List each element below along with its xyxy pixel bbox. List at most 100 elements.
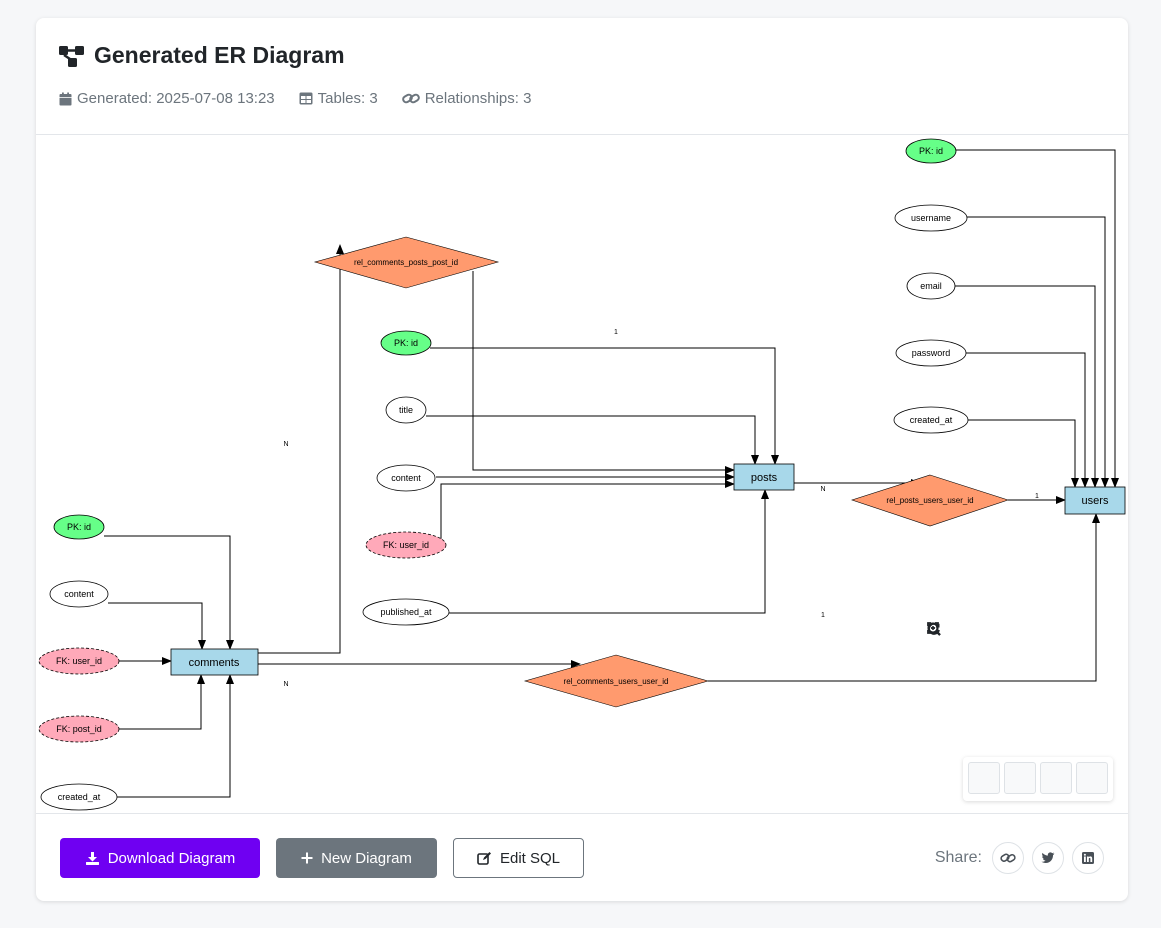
download-icon — [85, 851, 99, 865]
attr-posts-title — [385, 396, 427, 424]
share-twitter-button[interactable] — [1032, 842, 1064, 874]
relationship-labels: rel_comments_posts_post_id rel_posts_use… — [354, 258, 974, 686]
meta-tables: Tables: 3 — [299, 90, 378, 107]
link-icon — [401, 93, 420, 104]
attribute-shapes — [38, 138, 969, 811]
attr-label-users-username: username — [911, 213, 951, 223]
relationship-shapes — [313, 236, 1009, 708]
card-r2-users: 1 — [1035, 493, 1039, 500]
twitter-icon — [1041, 852, 1055, 863]
new-diagram-label: New Diagram — [321, 849, 412, 867]
edge-comments-r1 — [258, 244, 344, 654]
rel-posts-users — [851, 474, 1009, 527]
card-r1-posts: 1 — [614, 329, 618, 336]
edit-icon — [477, 851, 491, 865]
attribute-labels: PK: id username email password created_a… — [56, 146, 953, 802]
attr-comments-content — [49, 580, 109, 608]
attr-users-username — [894, 204, 968, 232]
edges — [104, 149, 1119, 798]
entity-labels: posts users comments — [189, 472, 1109, 669]
attr-label-posts-fk: FK: user_id — [383, 540, 429, 550]
meta-generated: Generated: 2025-07-08 13:23 — [59, 90, 275, 107]
tables-text: Tables: 3 — [317, 90, 378, 107]
zoom-in-button[interactable] — [927, 622, 1000, 794]
edit-sql-button[interactable]: Edit SQL — [453, 838, 584, 878]
attr-label-comments-pk: PK: id — [67, 522, 91, 532]
title-row: Generated ER Diagram — [58, 42, 345, 69]
rel-comments-posts — [313, 236, 500, 289]
card-r3-users: 1 — [821, 612, 825, 619]
entity-label-posts: posts — [751, 472, 778, 484]
entity-posts — [733, 463, 795, 491]
calendar-icon — [59, 92, 72, 105]
zoom-controls — [927, 622, 1113, 801]
generated-text: Generated: 2025-07-08 13:23 — [77, 90, 275, 107]
edge-r3-users — [708, 513, 1100, 682]
edge-users-created — [968, 419, 1079, 488]
attr-users-created — [893, 406, 969, 434]
edge-users-username — [967, 216, 1109, 488]
link-icon — [1000, 853, 1016, 863]
attr-posts-fk — [365, 531, 447, 559]
attr-comments-fk-user — [38, 647, 120, 675]
entity-label-users: users — [1082, 495, 1109, 507]
edge-comments-pk — [104, 535, 234, 650]
share-group: Share: — [935, 842, 1104, 874]
edge-posts-title — [426, 415, 759, 465]
reset-zoom-button[interactable] — [928, 623, 1072, 794]
relationships-text: Relationships: 3 — [424, 90, 532, 107]
attr-comments-fk-post — [38, 715, 120, 743]
edge-r1-posts — [472, 271, 735, 474]
attr-label-posts-title: title — [399, 405, 413, 415]
attr-users-pk — [905, 138, 957, 164]
attr-label-comments-fk-post: FK: post_id — [56, 724, 102, 734]
diagram-card: Generated ER Diagram Generated: 2025-07-… — [36, 18, 1128, 901]
attr-users-email — [906, 272, 956, 300]
card-r1-comments: N — [283, 441, 288, 448]
cardinality-labels: 1 N N 1 1 N — [283, 329, 1039, 688]
attr-label-posts-content: content — [391, 473, 421, 483]
share-linkedin-button[interactable] — [1072, 842, 1104, 874]
fullscreen-button[interactable] — [927, 622, 1108, 794]
attr-posts-content — [376, 464, 436, 492]
attr-users-password — [895, 339, 967, 367]
diagram-canvas[interactable]: 1 N N 1 1 N rel_comments_posts_post_id r… — [36, 135, 1128, 813]
rel-label-r1: rel_comments_posts_post_id — [354, 258, 458, 267]
new-diagram-button[interactable]: New Diagram — [276, 838, 437, 878]
share-link-button[interactable] — [992, 842, 1024, 874]
attr-posts-pk — [380, 330, 432, 356]
zoom-out-button[interactable] — [927, 622, 1036, 794]
entity-shapes — [170, 463, 1126, 676]
attr-label-users-created: created_at — [910, 415, 953, 425]
attr-posts-published — [362, 598, 450, 626]
plus-icon — [301, 852, 313, 864]
edge-comments-content — [108, 602, 206, 650]
edge-posts-published — [449, 489, 769, 614]
diagram-icon — [59, 45, 84, 67]
rel-comments-users — [523, 654, 710, 708]
attr-label-posts-published: published_at — [380, 607, 432, 617]
edge-comments-created — [117, 674, 234, 798]
edge-posts-fk — [440, 480, 735, 545]
share-label: Share: — [934, 849, 982, 866]
page-title: Generated ER Diagram — [94, 42, 345, 68]
rel-label-r2: rel_posts_users_user_id — [886, 496, 973, 505]
edge-users-password — [966, 352, 1089, 488]
er-diagram-svg: 1 N N 1 1 N rel_comments_posts_post_id r… — [38, 138, 1126, 811]
edge-posts-pk — [430, 347, 779, 465]
download-diagram-button[interactable]: Download Diagram — [60, 838, 260, 878]
attr-label-users-password: password — [912, 348, 951, 358]
table-icon — [299, 92, 313, 105]
attr-label-posts-pk: PK: id — [394, 338, 418, 348]
edge-comments-fk-post — [118, 674, 205, 730]
meta-relationships: Relationships: 3 — [401, 90, 532, 107]
entity-users — [1064, 486, 1126, 515]
card-r2-posts: N — [820, 486, 825, 493]
card-header: Generated ER Diagram Generated: 2025-07-… — [36, 18, 1128, 135]
entity-label-comments: comments — [189, 657, 240, 669]
attr-comments-created — [40, 783, 118, 811]
attr-label-users-email: email — [920, 281, 942, 291]
attr-label-comments-content: content — [64, 589, 94, 599]
entity-comments — [170, 648, 259, 676]
fullscreen-icon — [927, 622, 939, 634]
